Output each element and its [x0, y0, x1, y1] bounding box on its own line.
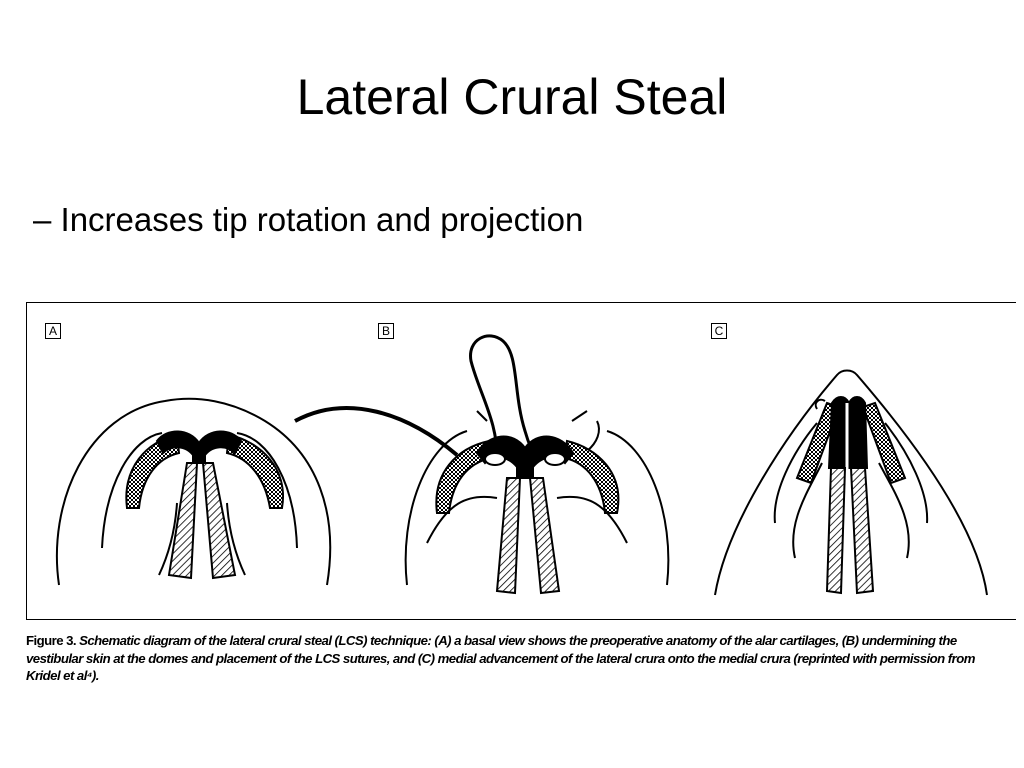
panel-b-drawing [294, 334, 670, 595]
panel-label-c: C [711, 323, 727, 339]
figure-caption: Figure 3. Schematic diagram of the later… [26, 632, 998, 685]
bullet-point: – Increases tip rotation and projection [33, 201, 584, 238]
slide-title: Lateral Crural Steal [296, 69, 728, 125]
panel-a-drawing [55, 397, 332, 586]
panel-label-a: A [45, 323, 61, 339]
figure-panel: A B C [26, 302, 1016, 620]
nasal-tip-diagrams [55, 334, 988, 596]
caption-text: Schematic diagram of the lateral crural … [26, 633, 975, 683]
caption-label: Figure 3. [26, 633, 77, 648]
panel-c-drawing [714, 369, 988, 596]
panel-label-b: B [378, 323, 394, 339]
